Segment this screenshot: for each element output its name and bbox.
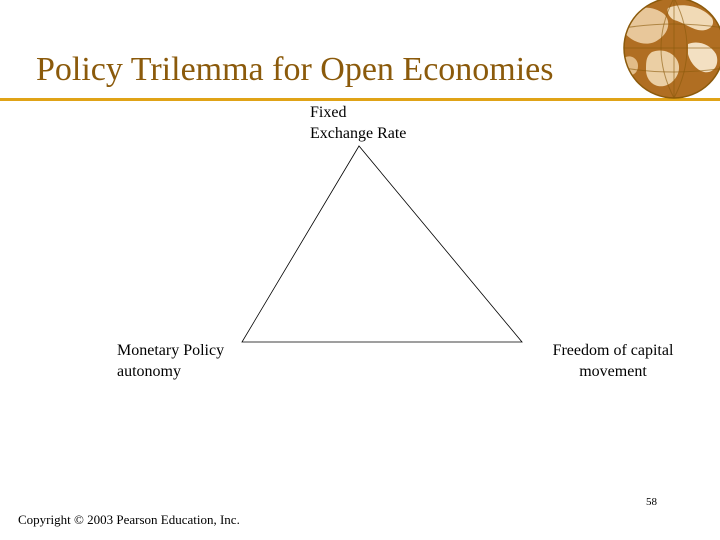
vertex-label-monetary-policy: Monetary Policy autonomy xyxy=(117,340,224,382)
vertex-label-line: movement xyxy=(579,363,647,380)
vertex-label-line: Fixed xyxy=(310,104,347,121)
title-divider xyxy=(0,98,720,101)
vertex-label-line: autonomy xyxy=(117,363,181,380)
vertex-label-line: Freedom of capital xyxy=(552,342,674,359)
vertex-label-line: Monetary Policy xyxy=(117,342,225,359)
slide-title: Policy Trilemma for Open Economies xyxy=(36,51,554,88)
vertex-label-fixed-exchange-rate: Fixed Exchange Rate xyxy=(310,102,406,144)
trilemma-triangle xyxy=(241,145,523,343)
vertex-label-capital-movement: Freedom of capital movement xyxy=(540,340,686,382)
copyright-notice: Copyright © 2003 Pearson Education, Inc. xyxy=(18,512,240,527)
page-number: 58 xyxy=(646,496,657,508)
vertex-label-line: Exchange Rate xyxy=(310,125,407,142)
globe-icon xyxy=(623,0,720,99)
